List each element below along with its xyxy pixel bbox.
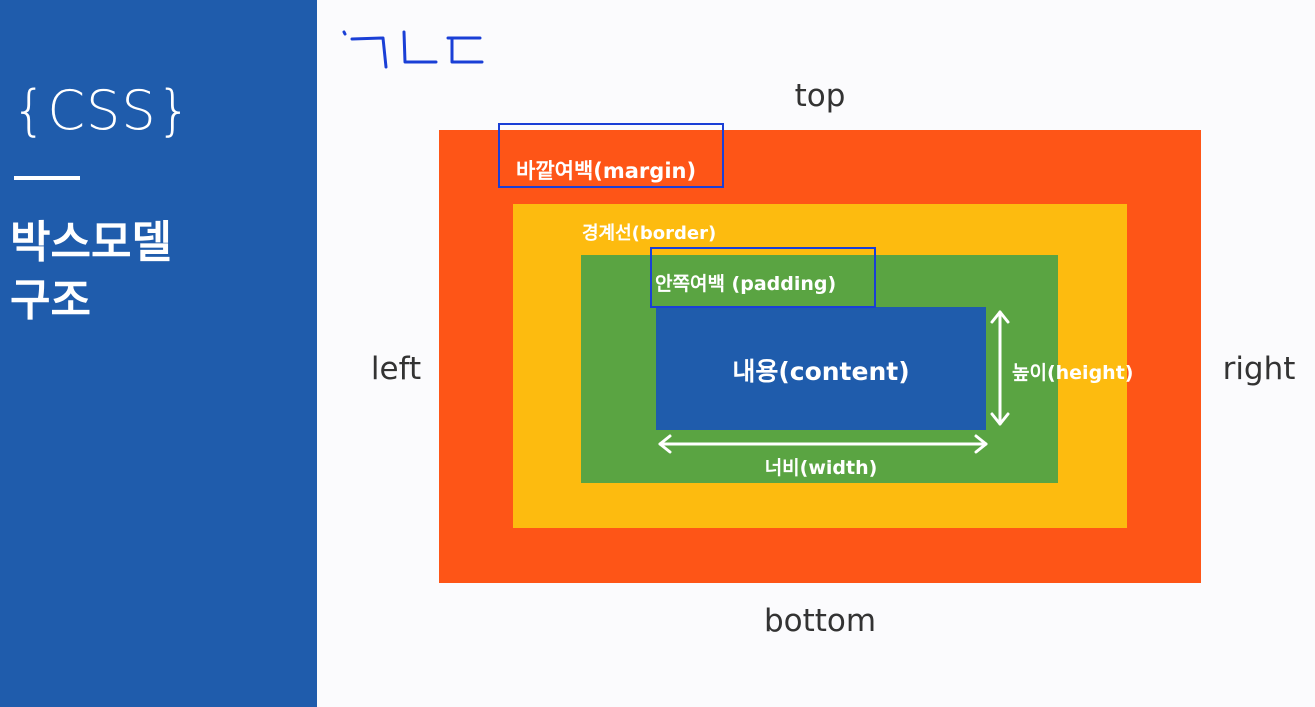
padding-highlight-box [650, 247, 876, 308]
sidebar-title: {CSS} [12, 79, 192, 142]
handwritten-annotation [342, 30, 484, 69]
label-left: left [370, 351, 422, 387]
label-bottom: bottom [763, 603, 877, 639]
sidebar-heading: 박스모델 구조 [10, 217, 172, 326]
content-label: 내용(content) [732, 357, 910, 386]
label-right: right [1222, 351, 1296, 387]
sidebar-panel: {CSS} 박스모델 구조 [0, 0, 317, 707]
sidebar-divider [14, 176, 80, 180]
margin-highlight-box [498, 123, 724, 188]
padding-label: 안쪽여백 (padding) [655, 273, 837, 295]
border-label: 경계선(border) [582, 223, 717, 244]
height-arrow [990, 310, 1010, 426]
content-box [656, 307, 986, 430]
height-label: 높이(height) [1012, 362, 1134, 384]
margin-label: 바깥여백(margin) [516, 159, 697, 183]
label-top: top [794, 78, 846, 114]
width-arrow [658, 434, 988, 454]
width-label: 너비(width) [764, 457, 878, 479]
